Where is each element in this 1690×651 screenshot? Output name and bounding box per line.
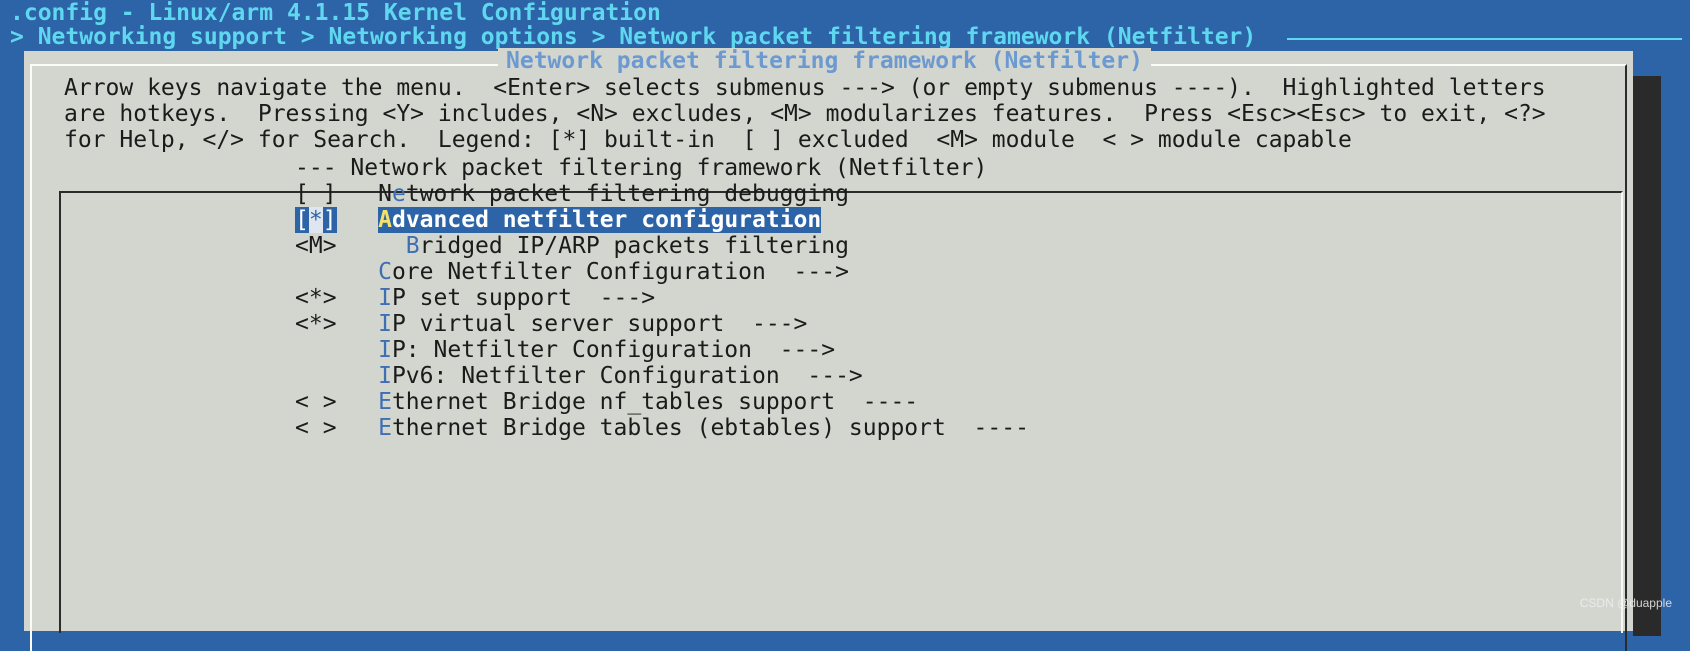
menu-item[interactable]: IPv6: Netfilter Configuration ---> xyxy=(295,363,1029,389)
option-state: < > xyxy=(295,415,337,441)
menu-item-label: P virtual server support ---> xyxy=(391,311,808,337)
menu-item[interactable]: --- Network packet filtering framework (… xyxy=(295,155,1029,181)
option-state: <M> xyxy=(295,233,337,259)
help-line: Arrow keys navigate the menu. <Enter> se… xyxy=(64,75,1546,101)
breadcrumb-rule xyxy=(1287,38,1682,40)
menu-item-label: P: Netfilter Configuration ---> xyxy=(391,337,836,363)
hotkey-letter: C xyxy=(378,259,392,285)
option-state: < > xyxy=(295,389,337,415)
dialog-title: Network packet filtering framework (Netf… xyxy=(498,48,1151,74)
menu-item-text: Ethernet Bridge nf_tables support ---- xyxy=(378,389,918,415)
menu-item[interactable]: [*] Advanced netfilter configuration xyxy=(295,207,1029,233)
hotkey-letter: E xyxy=(378,415,392,441)
hotkey-letter: I xyxy=(378,285,392,311)
option-state: [ ] xyxy=(295,181,337,207)
help-line: are hotkeys. Pressing <Y> includes, <N> … xyxy=(64,101,1546,127)
menu-item[interactable]: IP: Netfilter Configuration ---> xyxy=(295,337,1029,363)
hotkey-letter: I xyxy=(378,363,392,389)
menu-item[interactable]: <*> IP set support ---> xyxy=(295,285,1029,311)
menu-item-label: P set support ---> xyxy=(391,285,656,311)
menu-item-label: ore Netfilter Configuration ---> xyxy=(391,259,849,285)
menu-item[interactable]: <*> IP virtual server support ---> xyxy=(295,311,1029,337)
menu-item-text: IP set support ---> xyxy=(378,285,655,311)
watermark: CSDN @duapple xyxy=(1579,596,1672,610)
menu-item-text: IP virtual server support ---> xyxy=(378,311,807,337)
menu-item-text: Advanced netfilter configuration xyxy=(378,207,822,233)
option-state: <*> xyxy=(295,311,337,337)
menu-item-prefix: N xyxy=(378,181,392,207)
menu-item[interactable]: < > Ethernet Bridge nf_tables support --… xyxy=(295,389,1029,415)
hotkey-letter: E xyxy=(378,389,392,415)
menu-list: --- Network packet filtering framework (… xyxy=(295,155,1029,441)
menu-item-text: Core Netfilter Configuration ---> xyxy=(378,259,849,285)
hotkey-letter: I xyxy=(378,337,392,363)
menu-item-text: Ethernet Bridge tables (ebtables) suppor… xyxy=(378,415,1029,441)
menu-item[interactable]: [ ] Network packet filtering debugging xyxy=(295,181,1029,207)
menu-item-label: dvanced netfilter configuration xyxy=(391,207,822,233)
window-title: .config - Linux/arm 4.1.15 Kernel Config… xyxy=(10,0,661,26)
menu-item-label: Pv6: Netfilter Configuration ---> xyxy=(391,363,863,389)
hotkey-letter: I xyxy=(378,311,392,337)
menu-item-text: IP: Netfilter Configuration ---> xyxy=(378,337,835,363)
hotkey-letter: B xyxy=(405,233,420,259)
hotkey-letter: A xyxy=(378,207,392,233)
menu-indent xyxy=(378,233,406,259)
menu-item[interactable]: < > Ethernet Bridge tables (ebtables) su… xyxy=(295,415,1029,441)
menu-item[interactable]: Core Netfilter Configuration ---> xyxy=(295,259,1029,285)
menu-item-label: --- Network packet filtering framework (… xyxy=(295,155,988,181)
menu-item[interactable]: <M> Bridged IP/ARP packets filtering xyxy=(295,233,1029,259)
menu-item-label: ridged IP/ARP packets filtering xyxy=(419,233,849,259)
menu-item-label: thernet Bridge nf_tables support ---- xyxy=(391,389,919,415)
menu-item-text: IPv6: Netfilter Configuration ---> xyxy=(378,363,863,389)
menu-item-label: twork packet filtering debugging xyxy=(405,181,849,207)
help-line: for Help, </> for Search. Legend: [*] bu… xyxy=(64,127,1352,153)
menu-item-text: Network packet filtering debugging xyxy=(378,181,849,207)
breadcrumb: > Networking support > Networking option… xyxy=(10,24,1257,50)
dialog-shadow xyxy=(1633,76,1661,636)
menu-box xyxy=(59,191,1623,633)
option-state: <*> xyxy=(295,285,337,311)
help-text: Arrow keys navigate the menu. <Enter> se… xyxy=(64,75,1546,153)
menu-item-label: thernet Bridge tables (ebtables) support… xyxy=(391,415,1029,441)
menu-item-text: Bridged IP/ARP packets filtering xyxy=(378,233,849,259)
menuconfig-dialog: Network packet filtering framework (Netf… xyxy=(24,48,1633,651)
hotkey-letter: e xyxy=(391,181,406,207)
option-state: [*] xyxy=(295,207,337,233)
